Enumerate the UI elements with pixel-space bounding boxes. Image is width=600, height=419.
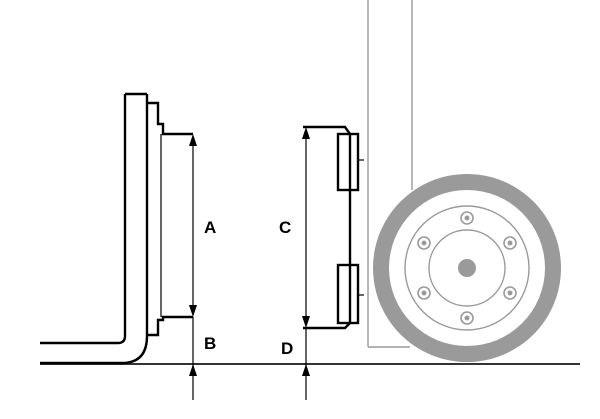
label-a: A	[204, 218, 216, 237]
label-d: D	[281, 339, 293, 358]
left-fork	[40, 92, 193, 365]
mast	[367, 0, 413, 348]
wheel	[373, 174, 561, 362]
dimension-d-arrow	[302, 328, 310, 400]
dimension-a-arrow	[189, 134, 197, 317]
middle-carriage	[303, 125, 364, 330]
label-c: C	[279, 218, 291, 237]
dimension-c-arrow	[302, 127, 310, 328]
label-b: B	[204, 334, 216, 353]
dimension-b-arrow	[189, 317, 197, 400]
